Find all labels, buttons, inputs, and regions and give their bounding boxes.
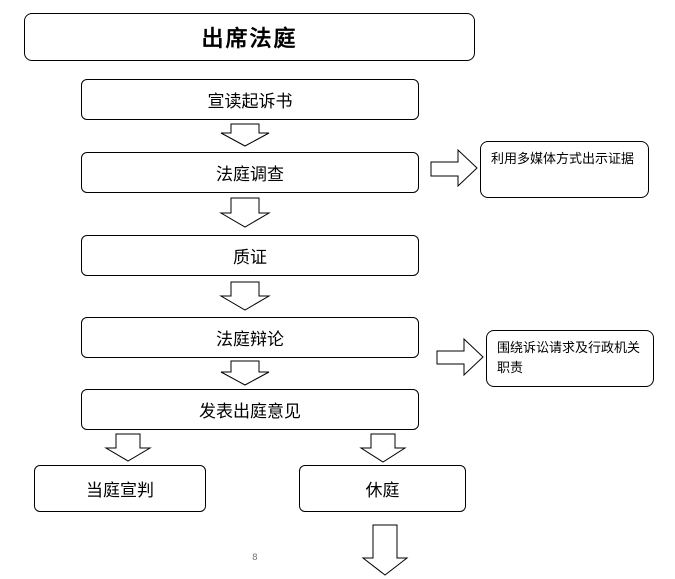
down-arrow-icon <box>219 197 271 228</box>
step-court-investigation: 法庭调查 <box>81 152 419 193</box>
flowchart-title: 出席法庭 <box>24 13 475 61</box>
right-arrow-icon <box>430 148 478 188</box>
down-arrow-icon <box>359 433 407 463</box>
note-litigation-focus: 围绕诉讼请求及行政机关职责 <box>486 330 654 387</box>
down-arrow-icon <box>220 123 270 147</box>
right-arrow-icon <box>436 337 484 377</box>
note-multimedia-evidence: 利用多媒体方式出示证据 <box>480 141 649 198</box>
step-read-indictment: 宣读起诉书 <box>81 79 419 120</box>
step-cross-examination: 质证 <box>81 235 419 276</box>
page-number: 8 <box>252 553 258 563</box>
down-arrow-icon <box>220 360 270 386</box>
down-arrow-icon <box>219 281 271 311</box>
down-arrow-icon <box>104 433 152 462</box>
step-adjournment: 休庭 <box>299 465 466 512</box>
step-verdict-in-court: 当庭宣判 <box>34 465 206 512</box>
step-deliver-opinion: 发表出庭意见 <box>81 389 419 430</box>
step-court-debate: 法庭辩论 <box>81 317 419 358</box>
down-arrow-icon <box>361 524 409 576</box>
